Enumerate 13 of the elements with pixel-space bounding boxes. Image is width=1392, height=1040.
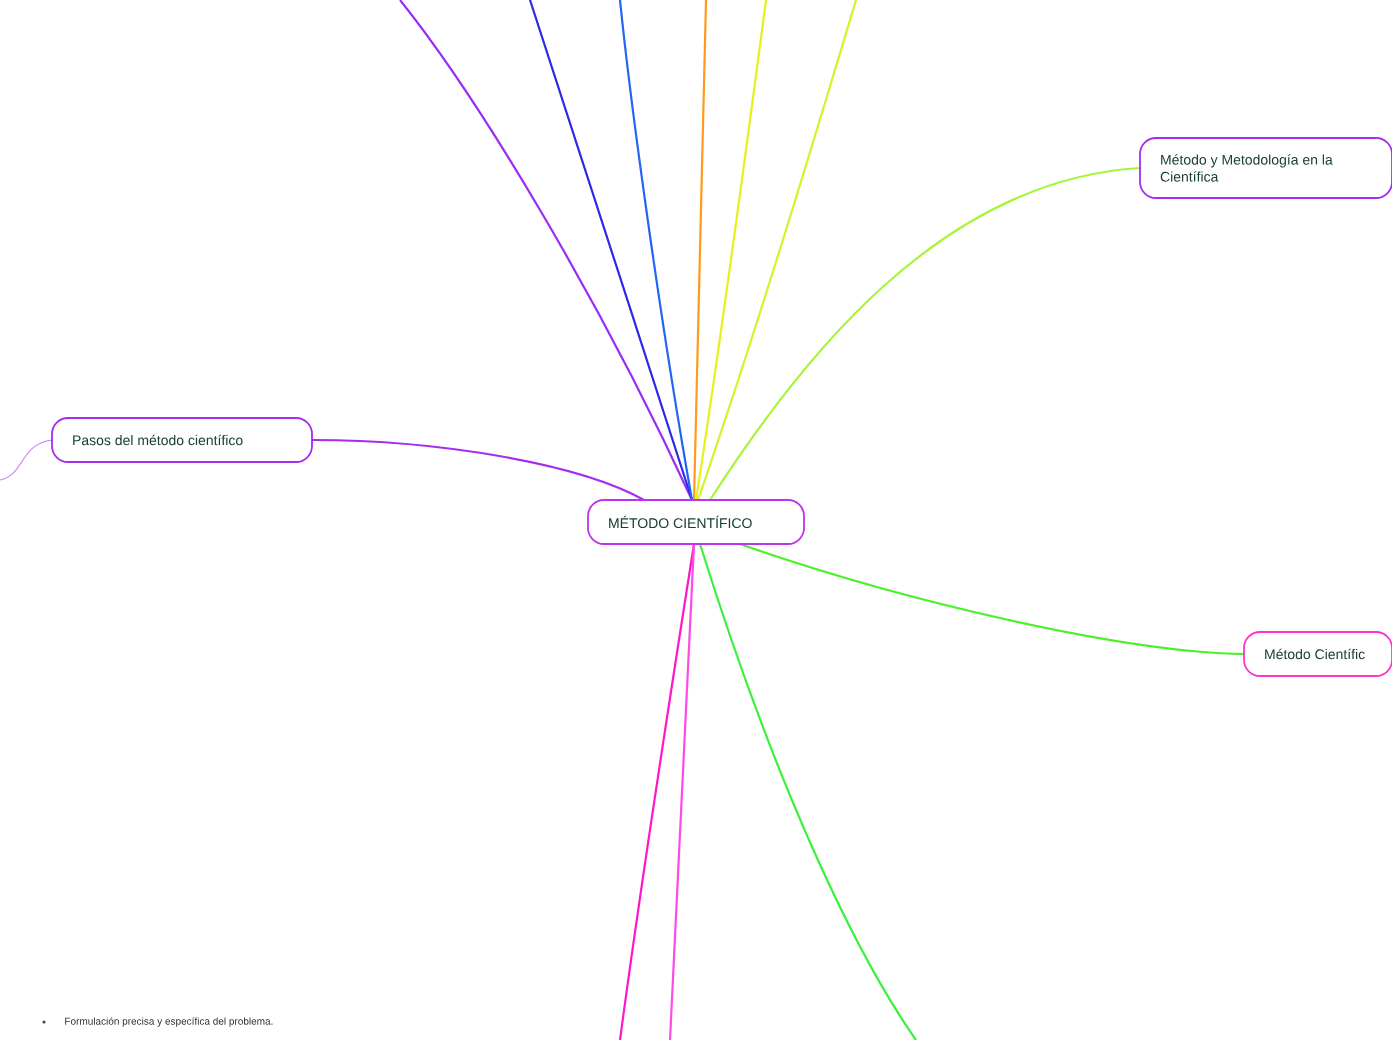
branch-line	[312, 438, 645, 501]
branch-line	[739, 542, 1245, 656]
branch-line	[698, 543, 917, 1040]
branch-line	[618, 543, 696, 1040]
branch-line	[694, 0, 768, 501]
branch-line	[696, 0, 858, 501]
branch-line	[399, 0, 693, 501]
branch-line	[528, 0, 694, 501]
branch-line	[709, 166, 1141, 501]
branch-line	[0, 439, 53, 481]
branch-line	[668, 543, 696, 1040]
branch-line	[618, 0, 694, 501]
branch-line	[692, 0, 708, 501]
